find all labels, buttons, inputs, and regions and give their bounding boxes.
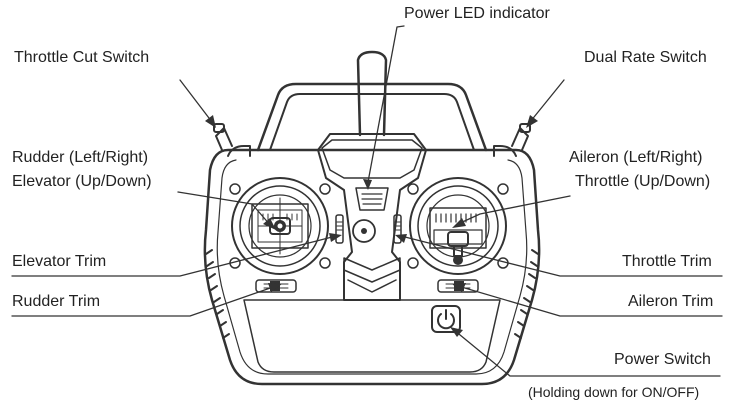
label-power-led: Power LED indicator: [404, 5, 550, 22]
antenna: [356, 50, 388, 137]
label-power-note: (Holding down for ON/OFF): [528, 384, 700, 400]
label-throttle-cut: Throttle Cut Switch: [14, 49, 150, 66]
right-grip-ridges: [514, 249, 539, 339]
label-aileron: Aileron (Left/Right): [569, 149, 703, 166]
right-stick: [447, 231, 469, 265]
label-rudder: Rudder (Left/Right): [12, 149, 149, 166]
left-gimbal: [229, 177, 331, 275]
label-dual-rate: Dual Rate Switch: [584, 49, 707, 66]
callout-arrowheads: [205, 115, 538, 337]
dual-rate-switch: [493, 123, 531, 157]
throttle-trim-slider: [393, 214, 402, 244]
carry-handle-inner: [269, 93, 475, 151]
label-power-switch: Power Switch: [614, 351, 711, 368]
carry-handle: [256, 82, 488, 152]
chevron-lower: [347, 279, 397, 293]
body-inner-edge: [216, 159, 528, 375]
elevator-trim-slider: [335, 214, 344, 244]
display-window: [321, 139, 423, 179]
transmitter-body: [203, 148, 541, 386]
label-elevator-trim: Elevator Trim: [12, 253, 107, 270]
center-knob: [352, 219, 376, 243]
label-aileron-trim: Aileron Trim: [628, 293, 714, 310]
label-throttle-trim: Throttle Trim: [622, 253, 712, 270]
label-rudder-trim: Rudder Trim: [12, 293, 101, 310]
chevron-upper: [343, 257, 401, 283]
label-throttle: Throttle (Up/Down): [575, 173, 711, 190]
lower-plate: [243, 299, 501, 373]
throttle-cut-switch: [213, 123, 251, 157]
power-led: [355, 187, 389, 211]
power-switch: [431, 305, 461, 333]
callout-lines: [11, 25, 723, 377]
left-grip-ridges: [205, 249, 230, 339]
label-elevator: Elevator (Up/Down): [12, 173, 152, 190]
